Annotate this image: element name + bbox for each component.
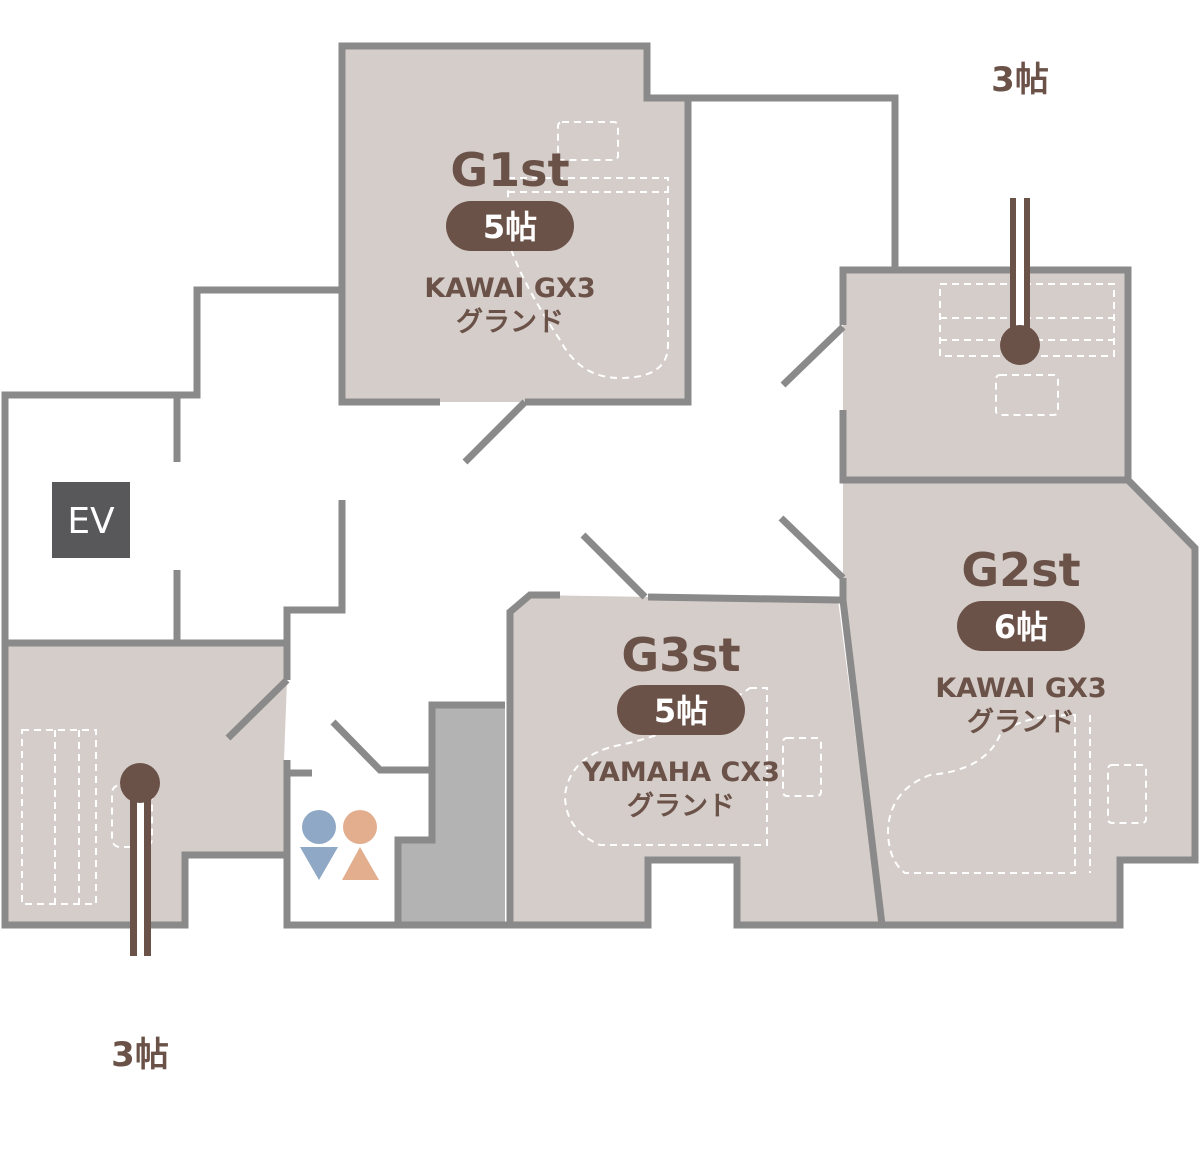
size-g2st: 6帖 [994, 608, 1048, 646]
room-title-g1st: G1st [450, 143, 569, 197]
male-icon [302, 810, 336, 844]
size-g1st: 5帖 [483, 208, 537, 246]
size-top-right-room: 3帖 [991, 60, 1049, 100]
elevator [52, 482, 130, 558]
room-top-right[interactable] [843, 270, 1128, 480]
size-g3st: 5帖 [654, 692, 708, 730]
piano-model-g3st: YAMAHA CX3 [581, 757, 780, 788]
size-bottom-left-room: 3帖 [111, 1035, 169, 1075]
location-pin-top-right [1000, 198, 1040, 365]
room-title-g3st: G3st [621, 628, 740, 682]
piano-model-g2st: KAWAI GX3 [935, 673, 1106, 704]
room-g3st[interactable] [510, 595, 880, 925]
room-title-g2st: G2st [961, 543, 1080, 597]
piano-type-g2st: グランド [967, 706, 1075, 738]
size-badge-g2st [957, 601, 1085, 651]
female-icon [343, 810, 377, 844]
elevator-label: EV [67, 501, 115, 542]
walls [1, 42, 1199, 929]
piano-type-g1st: グランド [456, 306, 564, 338]
piano-type-g3st: グランド [627, 790, 735, 822]
location-pin-bottom-left [120, 763, 160, 956]
piano-model-g1st: KAWAI GX3 [424, 273, 595, 304]
stairs [398, 705, 505, 925]
restroom-icon [300, 810, 379, 880]
size-badge-g1st [446, 201, 574, 251]
size-badge-g3st [617, 685, 745, 735]
